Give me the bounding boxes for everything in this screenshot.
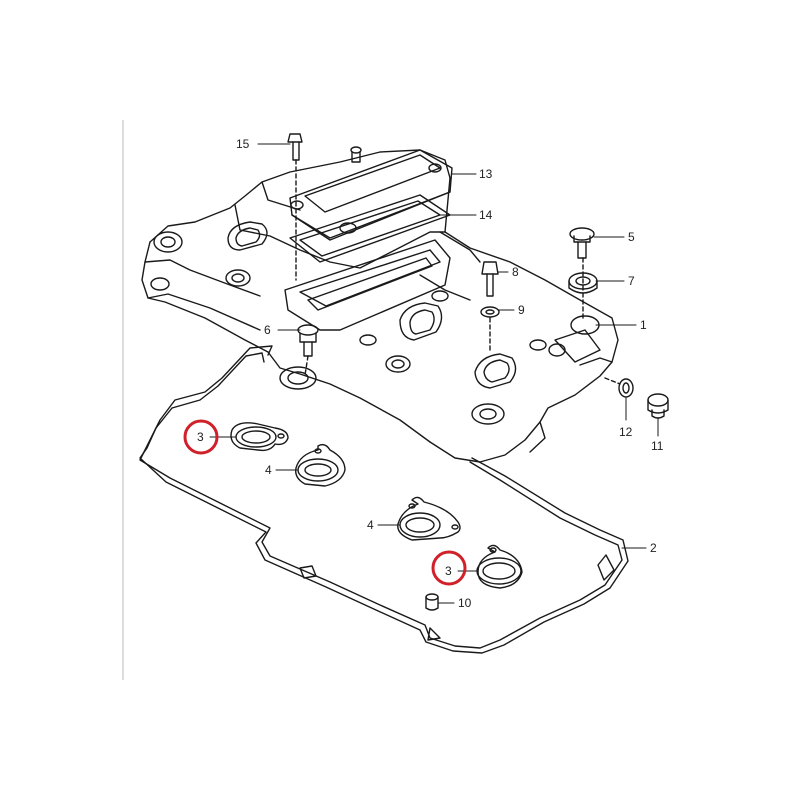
callout-4-upper: 4 [265, 463, 272, 477]
callout-4-lower: 4 [367, 518, 374, 532]
callout-5: 5 [628, 230, 635, 244]
seal-part-4-lower [397, 496, 461, 541]
dowel-part-12 [425, 593, 439, 611]
callout-3-upper: 3 [197, 430, 204, 444]
callout-2: 2 [650, 541, 657, 555]
callout-1: 1 [640, 318, 647, 332]
plug-part-10 [647, 393, 669, 419]
callout-7: 7 [628, 274, 635, 288]
callout-10: 11 [651, 439, 664, 453]
callout-6: 6 [264, 323, 271, 337]
callout-3-lower: 3 [445, 564, 452, 578]
callout-14: 14 [479, 208, 493, 222]
callout-13: 13 [479, 167, 493, 181]
callout-12: 10 [458, 596, 472, 610]
callout-15: 15 [236, 137, 250, 151]
breather-plate [284, 239, 451, 331]
bolt-part-8 [481, 261, 499, 297]
bolt-part-6 [297, 324, 319, 357]
highlight-circle-lower [431, 550, 467, 586]
washer-part-11 [618, 378, 634, 398]
seal-part-3-lower [476, 544, 523, 589]
washer-part-9 [480, 306, 500, 318]
bolt-part-15 [287, 133, 303, 161]
callout-8: 8 [512, 265, 519, 279]
callout-11: 12 [619, 425, 633, 439]
callout-9: 9 [518, 303, 525, 317]
breather-cover-part-13 [289, 146, 453, 241]
cover-part-1 [141, 149, 619, 463]
callout-labels: 15 13 14 5 7 8 9 1 6 12 11 3 4 4 2 3 10 [197, 137, 664, 610]
gasket-part-2 [139, 345, 629, 654]
highlight-circle-upper [183, 419, 219, 455]
seal-part-4-upper [295, 443, 346, 487]
bolt-part-5 [569, 227, 595, 259]
seal-part-3-upper [230, 422, 289, 452]
